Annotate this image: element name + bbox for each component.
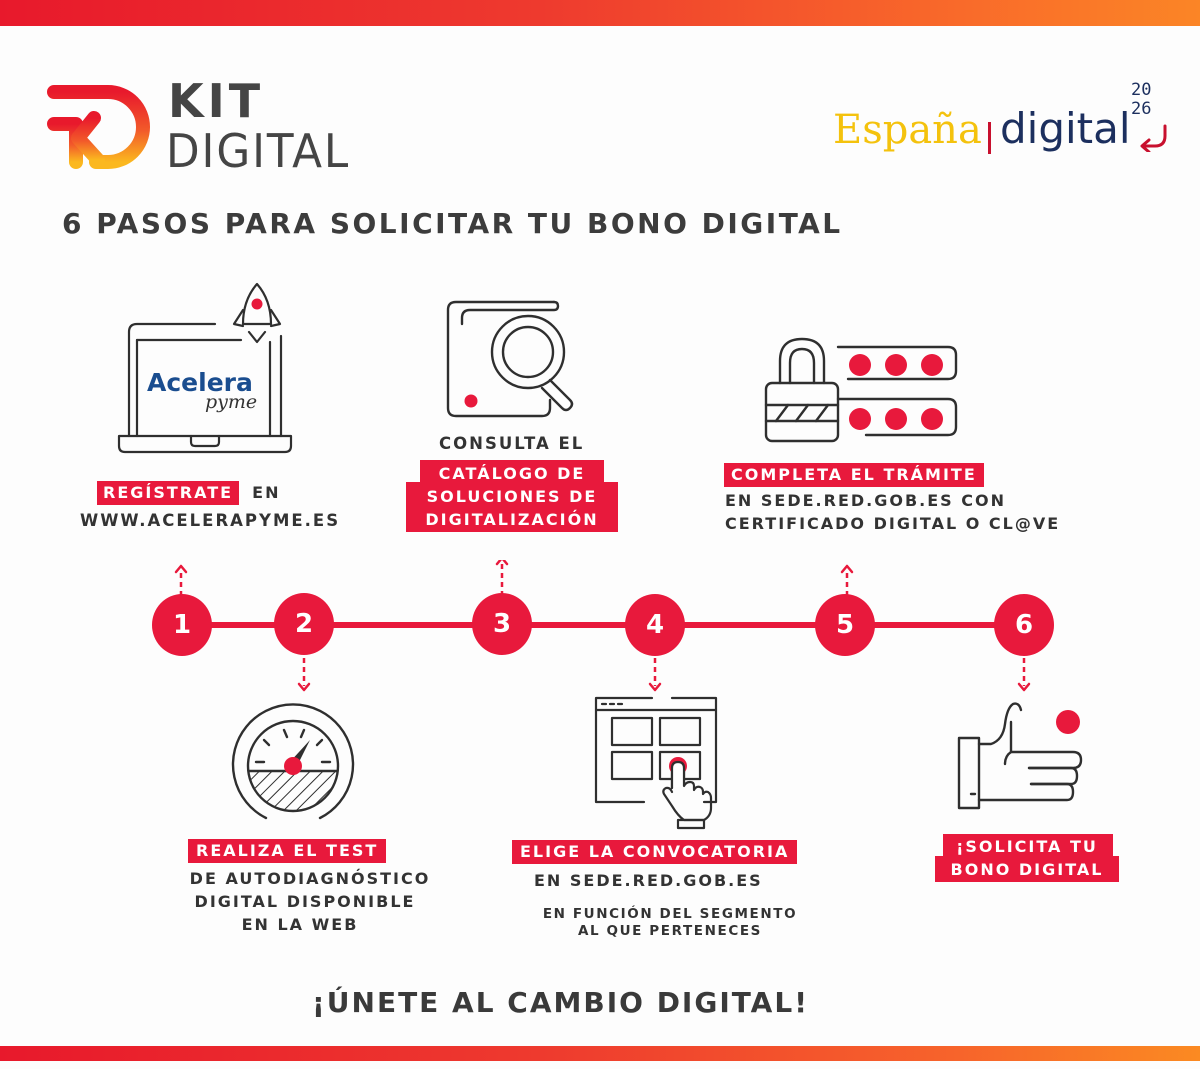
step-1-marker: 1 [152,594,212,656]
step-2-highlight: REALIZA EL TEST [188,839,387,863]
year-top: 20 [1131,80,1152,100]
step-3-marker: 3 [472,593,532,655]
step-6-highlight-line-1: ¡SOLICITA TU [956,837,1098,856]
espana-wordmark: España [833,107,982,153]
step-5-caption: COMPLETA EL TRÁMITE [724,463,984,487]
step-4-small-line-2: AL QUE PERTENECES [577,923,763,939]
step-1-highlight: REGÍSTRATE [97,481,240,505]
step-3-pre: CONSULTA EL [439,434,585,453]
thumbs-up-icon [957,702,1083,810]
page-headline: 6 PASOS PARA SOLICITAR TU BONO DIGITAL [62,207,843,240]
step-1-after: EN [252,483,281,502]
step-3-highlight-block: CATÁLOGO DE SOLUCIONES DE DIGITALIZACIÓN [406,460,618,532]
kit-title-line1: KIT [168,74,265,128]
kit-digital-logo-icon [47,85,150,169]
padlock-password-icon [764,337,958,443]
step-3-highlight-line-2: SOLUCIONES DE [426,487,598,506]
step-6-highlight-line-2: BONO DIGITAL [950,860,1104,879]
step-2-caption: REALIZA EL TEST [188,839,387,863]
step-4-marker: 4 [625,594,685,656]
return-arrow-icon [1140,124,1167,152]
step-2-line-2: DIGITAL DISPONIBLE [194,892,416,911]
step-3-highlight-line-3: DIGITALIZACIÓN [425,510,599,529]
acelera-brand: Acelera [147,368,253,397]
top-gradient-bar [0,0,1200,26]
step-4-highlight: ELIGE LA CONVOCATORIA [512,840,798,864]
step-6-highlight-block: ¡SOLICITA TU BONO DIGITAL [935,834,1119,884]
step-2-line-3: EN LA WEB [241,915,359,934]
step-1-line: WWW.ACELERAPYME.ES [80,511,341,530]
bottom-gradient-bar [0,1046,1200,1061]
timeline-line [182,622,1027,628]
step-2-line-1: DE AUTODIAGNÓSTICO [189,869,431,888]
step-5-highlight: COMPLETA EL TRÁMITE [724,463,984,487]
browser-click-icon [594,696,718,830]
step-5-line-1: EN SEDE.RED.GOB.ES CON [725,491,1007,510]
step-5-line-2: CERTIFICADO DIGITAL O CL@VE [725,514,1061,533]
year-bottom: 26 [1131,99,1152,119]
step-4-line-1: EN SEDE.RED.GOB.ES [534,871,763,890]
footer-slogan: ¡ÚNETE AL CAMBIO DIGITAL! [312,986,809,1019]
kit-title-line2: DIGITAL [166,124,351,178]
gauge-icon [231,703,355,820]
timeline-arrows [174,560,1031,692]
logo-separator [988,122,991,154]
step-6-marker: 6 [994,594,1054,656]
catalog-search-icon [446,300,574,418]
step-2-marker: 2 [274,593,334,655]
pyme-brand: pyme [205,391,258,413]
laptop-rocket-icon [117,282,293,454]
step-4-small-line-1: EN FUNCIÓN DEL SEGMENTO [542,906,798,922]
step-3-highlight-line-1: CATÁLOGO DE [438,464,586,483]
step-1-caption: REGÍSTRATE EN [97,481,281,505]
step-4-caption: ELIGE LA CONVOCATORIA [512,840,798,864]
digital-wordmark: digital [1000,104,1131,153]
step-5-marker: 5 [815,594,875,656]
